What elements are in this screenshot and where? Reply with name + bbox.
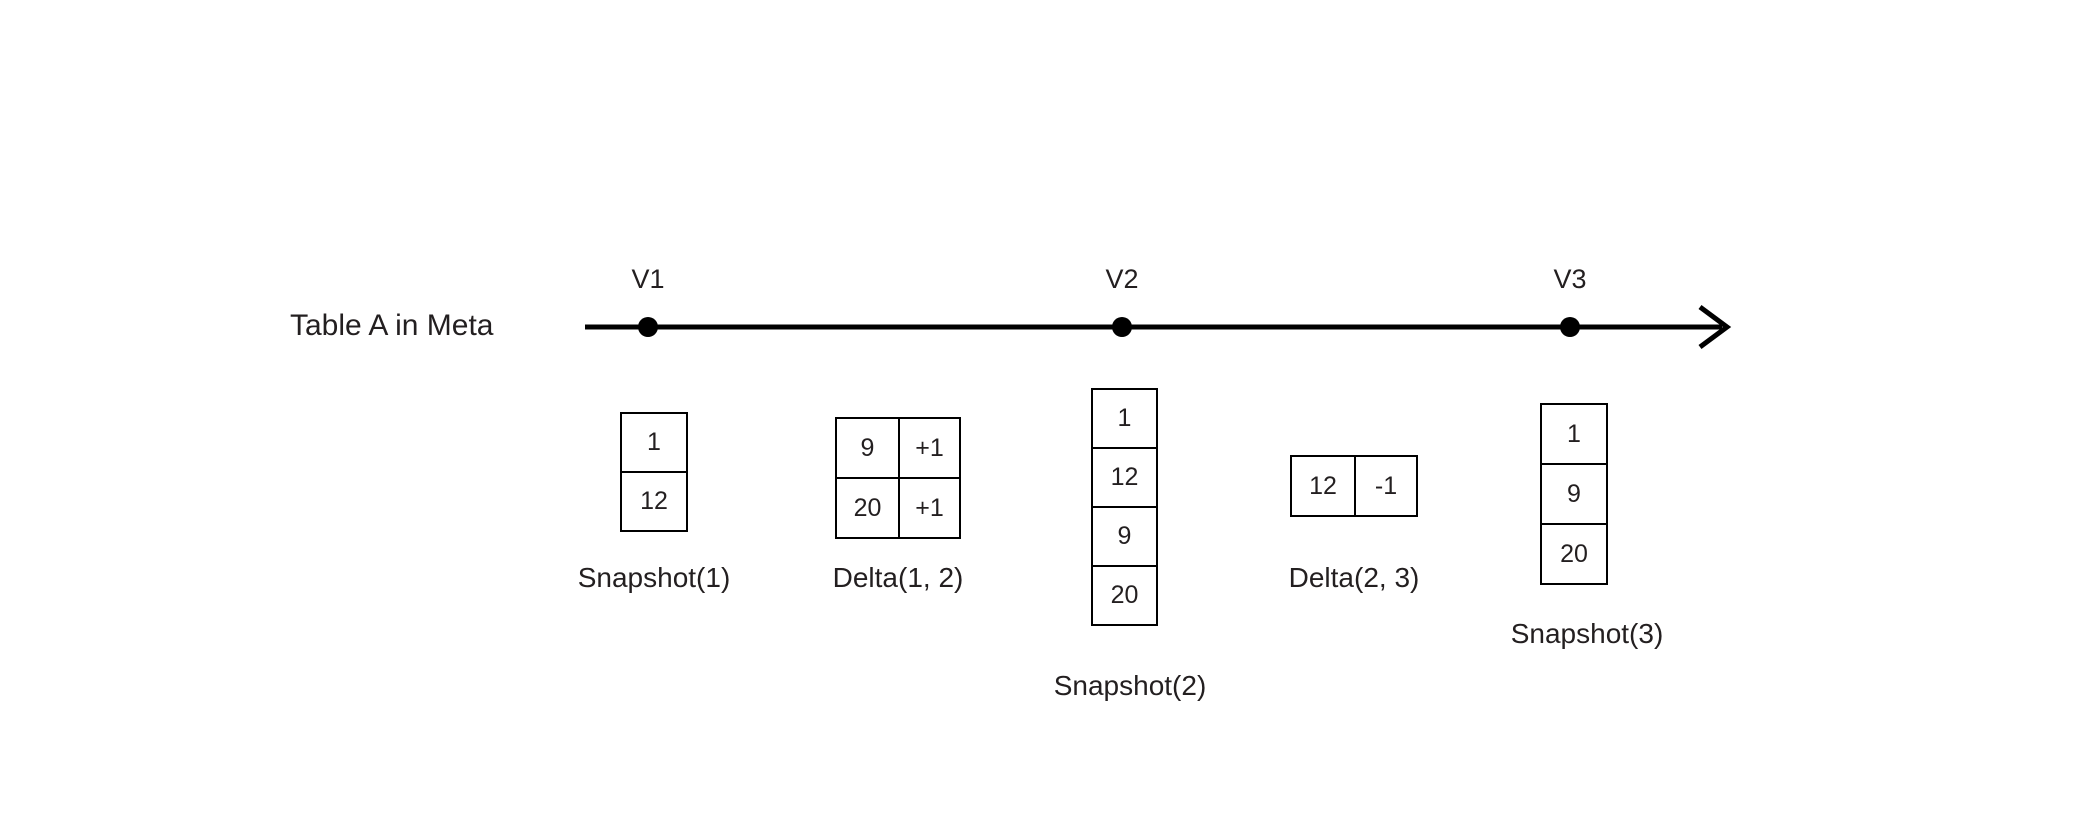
snapshot-1-caption: Snapshot(1) (577, 562, 731, 593)
table-row: 12 (622, 471, 686, 530)
snapshot-3-caption: Snapshot(3) (1510, 618, 1664, 649)
table-cell: 12 (1309, 471, 1337, 500)
table-row: 12 (1093, 447, 1156, 506)
table-cell: 12 (640, 487, 668, 515)
table-row: 1 (1093, 390, 1156, 447)
table-row: 1 (622, 414, 686, 471)
table-cell: 9 (860, 433, 875, 462)
table-cell: 9 (1567, 479, 1581, 508)
table-cell: 20 (1560, 539, 1588, 568)
delta-2-3-caption: Delta(2, 3) (1288, 562, 1420, 593)
table-cell: 20 (853, 493, 882, 522)
timeline-dot-v2 (1112, 317, 1132, 337)
table-row: 9 (1093, 506, 1156, 565)
version-label-v2: V2 (1105, 264, 1139, 294)
delta-1-2-caption: Delta(1, 2) (832, 562, 964, 593)
table-cell: +1 (898, 479, 959, 537)
version-label-v3: V3 (1553, 264, 1587, 294)
snapshot-2-caption: Snapshot(2) (1053, 670, 1207, 701)
timeline-dot-v3 (1560, 317, 1580, 337)
table-row: 9 +1 (837, 419, 959, 477)
timeline-dot-v1 (638, 317, 658, 337)
table-row: 12 -1 (1292, 457, 1416, 515)
table-cell: 1 (647, 428, 661, 456)
table-row: 20 +1 (837, 477, 959, 537)
table-row: 20 (1542, 523, 1606, 583)
timeline-row-label: Table A in Meta (290, 309, 494, 342)
table-row: 1 (1542, 405, 1606, 463)
table-cell: 12 (1110, 463, 1139, 491)
table-cell: 20 (1110, 581, 1139, 609)
snapshot-2-table: 1 12 9 20 (1091, 388, 1158, 626)
snapshot-1-table: 1 12 (620, 412, 688, 532)
snapshot-3-table: 1 9 20 (1540, 403, 1608, 585)
version-label-v1: V1 (631, 264, 665, 294)
delta-1-2-table: 9 +1 20 +1 (835, 417, 961, 539)
table-cell: 9 (1117, 522, 1132, 550)
table-cell: +1 (898, 419, 959, 477)
table-cell: 1 (1567, 419, 1581, 448)
table-cell: -1 (1354, 457, 1416, 515)
table-cell: 1 (1117, 404, 1132, 432)
table-row: 9 (1542, 463, 1606, 523)
table-row: 20 (1093, 565, 1156, 624)
delta-2-3-table: 12 -1 (1290, 455, 1418, 517)
timeline-arrowhead-icon (1698, 304, 1732, 350)
